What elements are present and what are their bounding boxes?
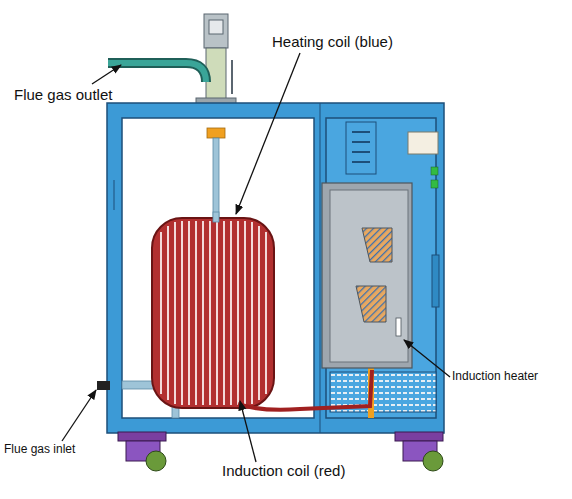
power-cable [238, 370, 372, 410]
coil-gap [174, 222, 176, 404]
coil-gap [258, 226, 260, 400]
cabinet-frame [107, 103, 444, 433]
heater-vent [362, 228, 392, 262]
leader-line [92, 65, 121, 84]
coil-gap [223, 221, 225, 405]
coil-gap [209, 221, 211, 405]
callout-label: Induction coil (red) [222, 462, 345, 479]
caster-wheel [423, 451, 443, 471]
coil-gap [237, 221, 239, 405]
coil-gap [251, 222, 253, 404]
indicator-light [431, 167, 438, 175]
pipe-fitting [207, 128, 225, 138]
coil-gap [160, 232, 162, 394]
feed-pipe-end [213, 212, 219, 222]
indicator-light [431, 180, 438, 188]
coil-gap [216, 221, 218, 405]
leader-line [236, 53, 300, 214]
coil-gap [167, 226, 169, 400]
caster-wheel [146, 451, 166, 471]
panel-slot [352, 151, 370, 153]
caster-plate [118, 432, 166, 441]
coil-compartment [122, 118, 314, 418]
leader-line [404, 340, 450, 377]
chimney-head [204, 14, 228, 48]
panel-slot [352, 141, 370, 143]
frame-detail [114, 180, 115, 210]
heater-box [322, 183, 412, 368]
divider-line [320, 103, 321, 433]
heater-vent [356, 286, 386, 322]
feed-pipe [213, 138, 219, 220]
caster-plate [395, 432, 443, 441]
control-compartment [326, 118, 436, 418]
panel-slot [352, 161, 370, 163]
door-handle [432, 255, 439, 307]
nameplate [408, 132, 438, 154]
chimney-rod [231, 60, 233, 94]
inlet-stub [97, 381, 110, 390]
heater-latch [396, 318, 401, 336]
coil-gap [195, 221, 197, 405]
induction-coil [152, 218, 274, 408]
heater-front [330, 190, 408, 362]
coil-gap [244, 221, 246, 405]
chimney-window [209, 20, 223, 34]
callout-label: Heating coil (blue) [272, 33, 393, 50]
leader-line [62, 390, 96, 441]
coil-gap [230, 221, 232, 405]
coil-gap [181, 221, 183, 405]
panel-slots [346, 122, 376, 174]
coil-gap [265, 232, 267, 394]
outlet-pipe-outline [108, 63, 206, 82]
coil-gap [188, 221, 190, 405]
callout-label: Induction heater [452, 370, 538, 384]
outlet-pipe [108, 63, 206, 82]
callout-label: Flue gas inlet [4, 443, 75, 457]
leader-line [240, 401, 256, 462]
panel-slot [352, 131, 370, 133]
callout-label: Flue gas outlet [14, 86, 112, 103]
coil-gaps [161, 221, 266, 405]
coil-gap [202, 221, 204, 405]
